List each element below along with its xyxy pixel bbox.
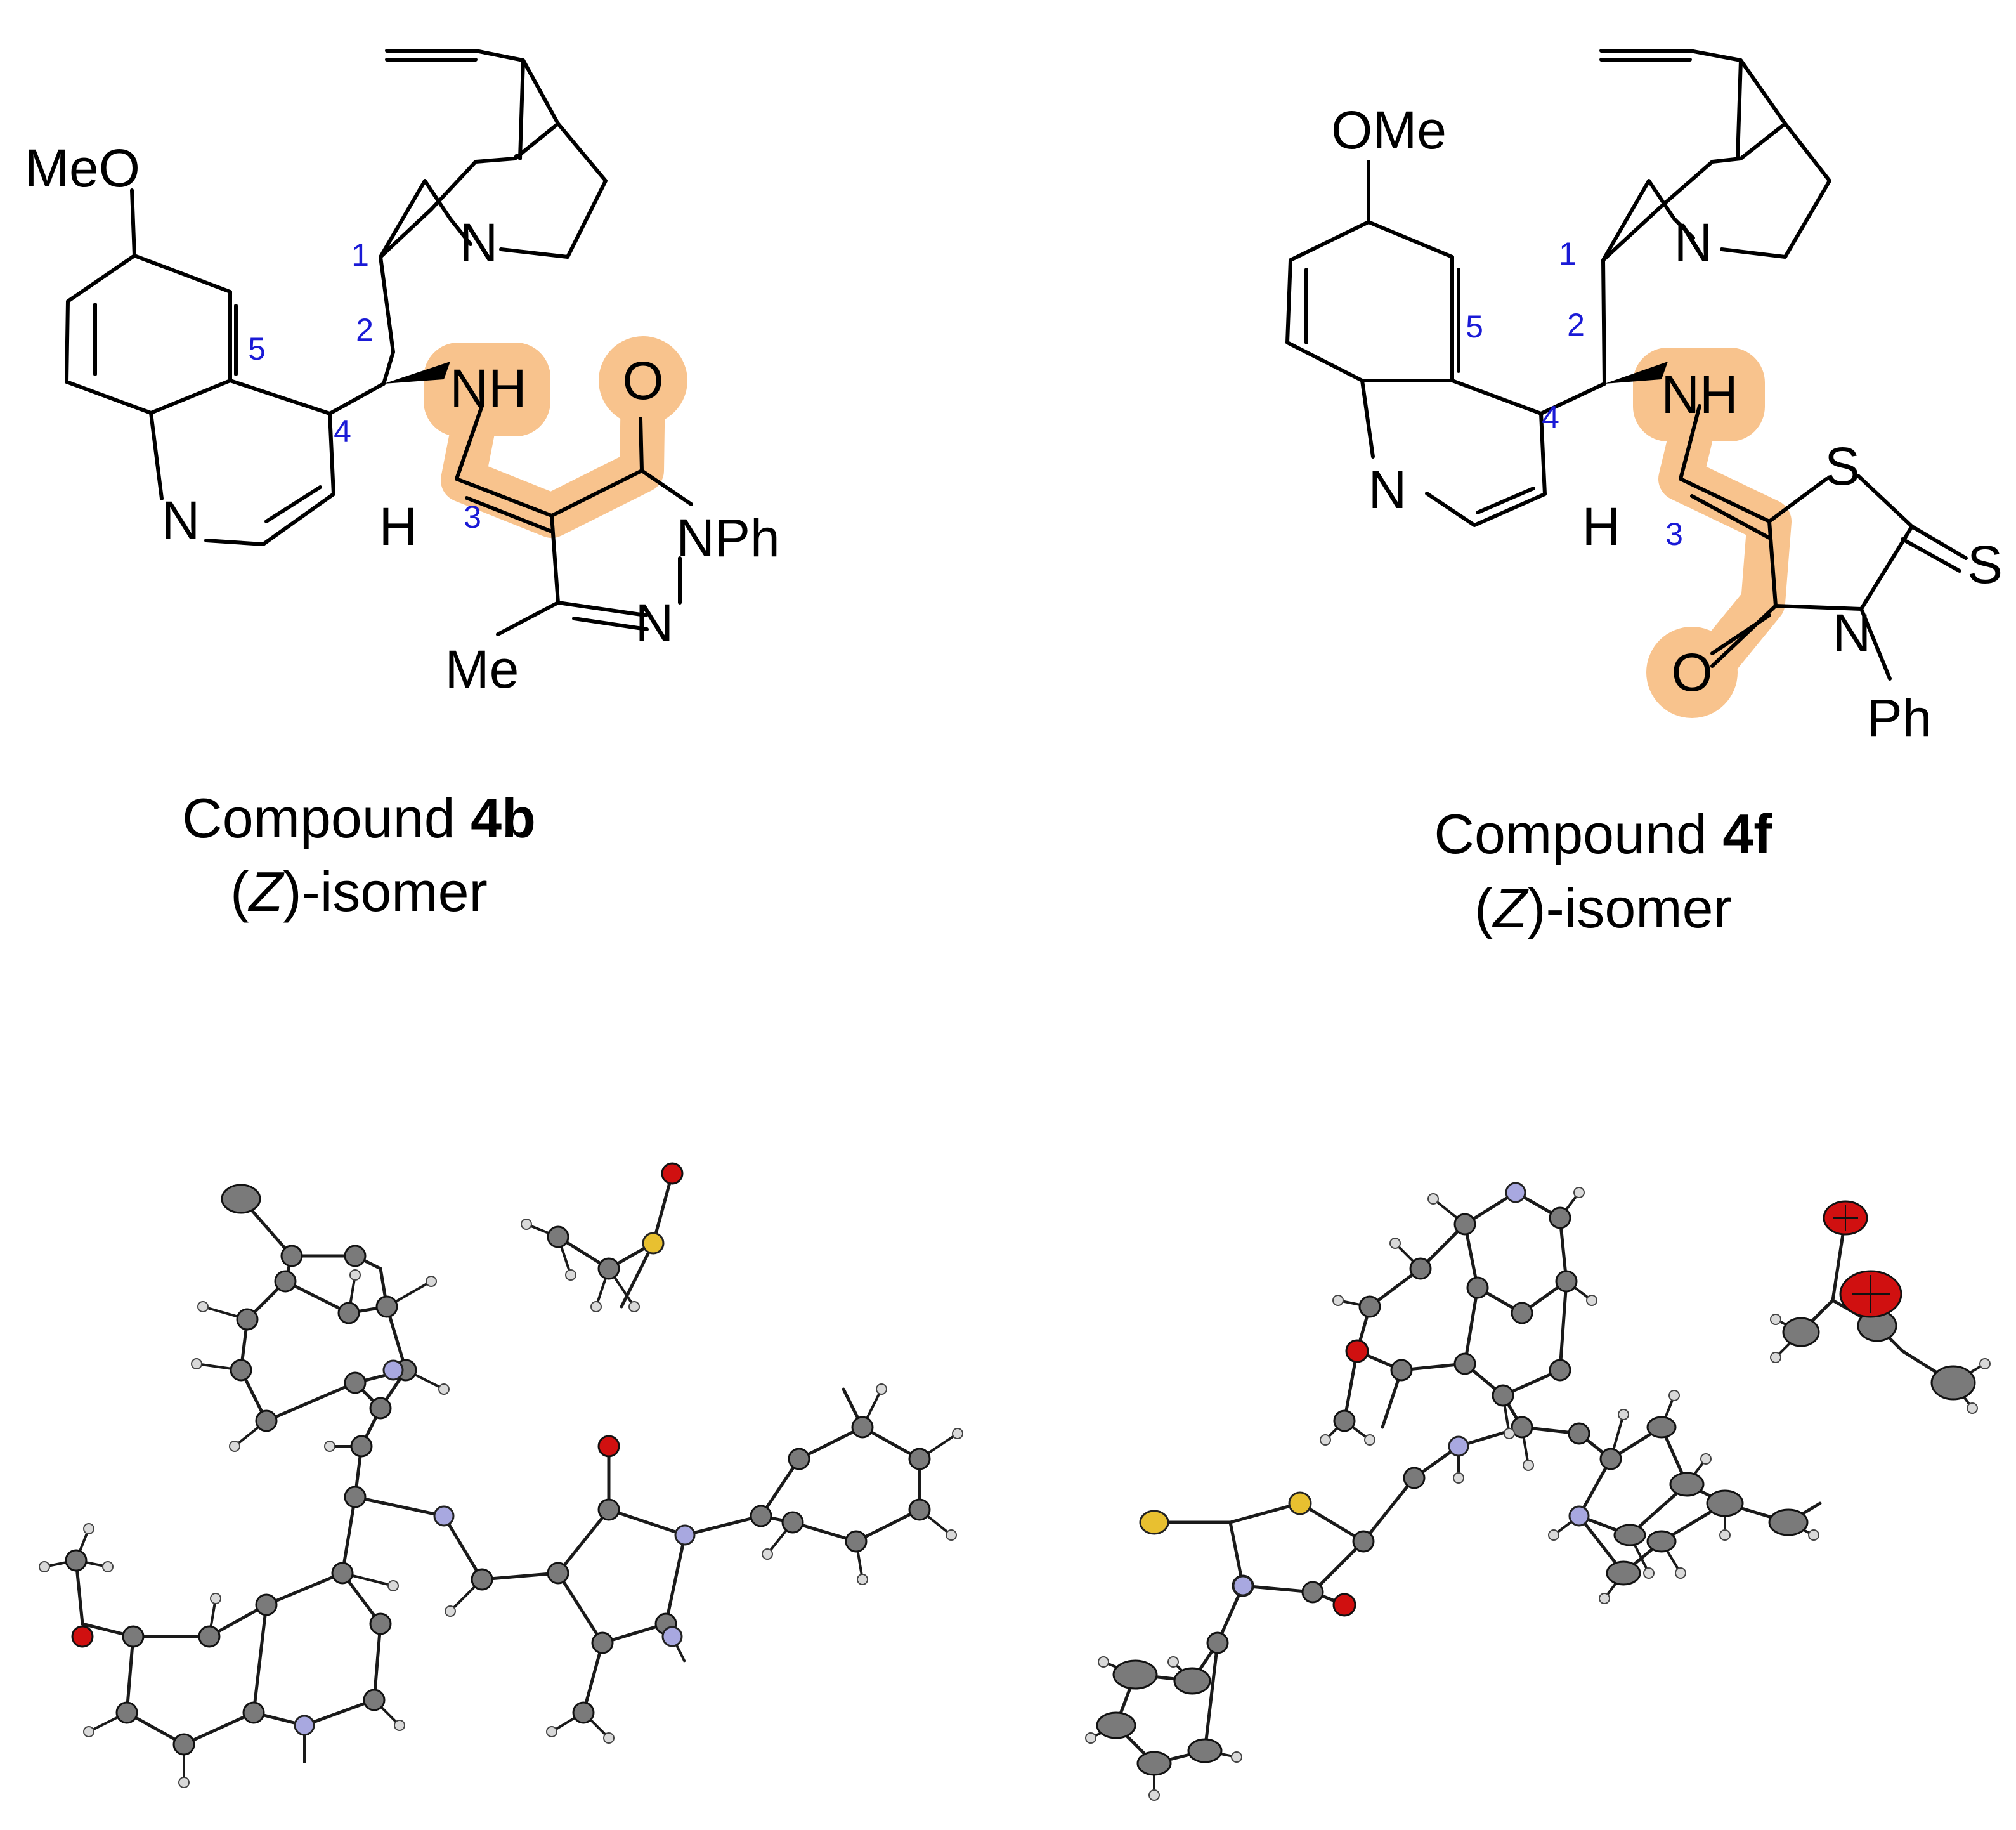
structure-4b: MeO N N NH H O NPh N Me 1 2 3 4 5 Compou… <box>25 49 780 923</box>
vinyl-h-label-4f: H <box>1582 497 1621 556</box>
atom-number-4-4f: 4 <box>1542 400 1559 435</box>
isomer-letter-4b: Z <box>247 860 285 923</box>
atom-number-4-4b: 4 <box>334 414 351 449</box>
caption-prefix-4b: Compound <box>182 787 471 849</box>
isomer-letter-4f: Z <box>1492 877 1529 939</box>
rhodanine-4f <box>1679 404 1968 681</box>
atom-number-1-4b: 1 <box>351 237 369 273</box>
atom-number-2-4f: 2 <box>1567 307 1585 343</box>
isomer-close-4b: )-isomer <box>283 860 488 923</box>
structure-4f: OMe N N NH H S S O N Ph 1 2 3 4 5 Compou… <box>1285 49 2003 939</box>
atom-number-5-4f: 5 <box>1466 309 1483 344</box>
caption-prefix-4f: Compound <box>1434 802 1722 865</box>
pyrazole-n-label-4b: N <box>635 593 674 653</box>
carbonyl-o-label-4f: O <box>1671 643 1712 702</box>
quinuclidine-n-label-4f: N <box>1674 212 1713 272</box>
atom-number-2-4b: 2 <box>356 312 374 348</box>
isomer-open-4b: ( <box>230 860 249 923</box>
isomer-label-4f: (Z)-isomer <box>1474 877 1732 939</box>
caption-4b: Compound 4b <box>182 787 536 849</box>
phenyl-label-4f: Ph <box>1867 688 1932 748</box>
ring-s-label-4f: S <box>1824 436 1860 496</box>
caption-4f: Compound 4f <box>1434 802 1772 865</box>
quinuclidine-4f <box>1599 49 1831 386</box>
thione-s-label-4f: S <box>1967 535 2003 594</box>
quinoline-4b <box>65 188 386 546</box>
ring-n-label-4f: N <box>1833 603 1871 663</box>
atom-number-5-4b: 5 <box>248 331 266 367</box>
pyrazolone-4b <box>455 404 693 636</box>
methoxy-label-4f: OMe <box>1331 100 1447 160</box>
quinuclidine-4b <box>379 49 608 386</box>
crystal-structure-4f <box>1085 1182 1991 1801</box>
compound-id-4b: 4b <box>471 787 536 849</box>
n-phenyl-label-4b: NPh <box>676 508 779 568</box>
compound-id-4f: 4f <box>1722 802 1772 865</box>
amine-label-4b: NH <box>450 358 526 418</box>
atom-number-3-4f: 3 <box>1665 516 1683 552</box>
quinoline-n-label-4b: N <box>162 490 200 550</box>
quinuclidine-n-label-4b: N <box>460 212 498 272</box>
methoxy-label-4b: MeO <box>25 138 140 198</box>
methyl-label-4b: Me <box>445 639 519 699</box>
amine-label-4f: NH <box>1661 365 1738 424</box>
quinoline-n-label-4f: N <box>1369 460 1407 520</box>
quinoline-4f <box>1285 160 1606 527</box>
isomer-open-4f: ( <box>1474 877 1493 939</box>
crystal-structure-4b <box>39 1162 963 1788</box>
isomer-close-4f: )-isomer <box>1527 877 1732 939</box>
vinyl-h-label-4b: H <box>379 497 418 556</box>
atom-number-1-4f: 1 <box>1559 236 1577 271</box>
carbonyl-o-label-4b: O <box>622 351 663 410</box>
isomer-label-4b: (Z)-isomer <box>230 860 488 923</box>
atom-number-3-4b: 3 <box>464 499 481 535</box>
